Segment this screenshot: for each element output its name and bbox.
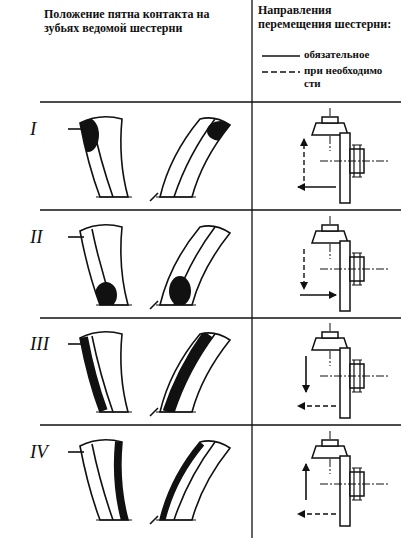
column-header: Положение пятна контакта на зубьях ведом… (44, 8, 244, 36)
row-number: I (30, 118, 60, 140)
row-number: III (30, 333, 64, 355)
legend-text: при необходимости (304, 64, 384, 89)
column-header: Направления перемещения шестерни: (258, 4, 396, 32)
legend-text: обязательное (304, 48, 398, 61)
legend-dashed-line (262, 71, 300, 73)
row-number: II (30, 226, 60, 248)
legend-solid-line (262, 55, 300, 57)
row-number: IV (30, 441, 64, 463)
